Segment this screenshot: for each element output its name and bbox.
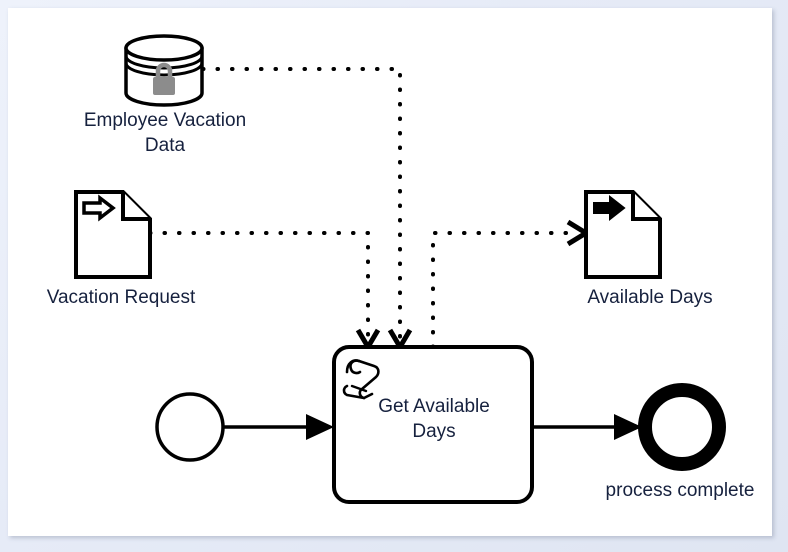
circle-thick-icon [638,383,726,471]
circle-thin-icon [155,392,225,462]
data-store-node[interactable] [124,34,204,107]
script-task-node[interactable] [332,345,534,504]
document-arrow-outline-icon [74,190,152,279]
database-lock-icon [124,34,204,107]
document-arrow-filled-icon [584,190,662,279]
flow-task-to-end[interactable] [532,414,642,440]
end-event-label: process complete [605,480,755,501]
start-event-node[interactable] [155,392,225,462]
data-store-label: Employee Vacation Data [83,110,247,156]
data-output-object-node[interactable] [584,190,662,279]
script-scroll-icon [342,359,380,400]
flow-start-to-task[interactable] [222,414,334,440]
script-task-label: Get Available Days [378,396,490,442]
data-input-object-label: Vacation Request [46,287,196,308]
end-event-node[interactable] [638,383,726,471]
data-output-object-label: Available Days [587,287,713,308]
data-input-object-node[interactable] [74,190,152,279]
